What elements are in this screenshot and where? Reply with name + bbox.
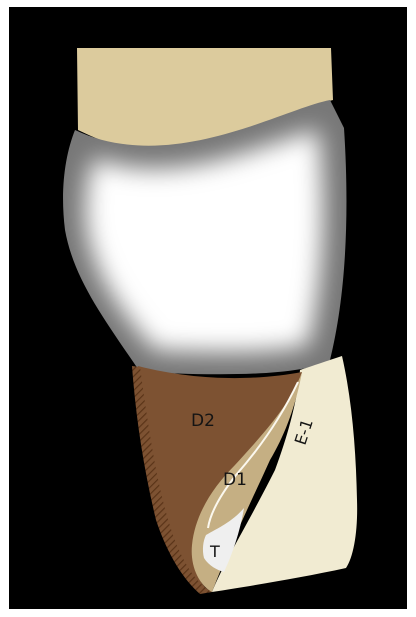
label-d2: D2 (191, 411, 215, 431)
label-t: T (209, 542, 220, 561)
label-d1: D1 (223, 470, 247, 490)
